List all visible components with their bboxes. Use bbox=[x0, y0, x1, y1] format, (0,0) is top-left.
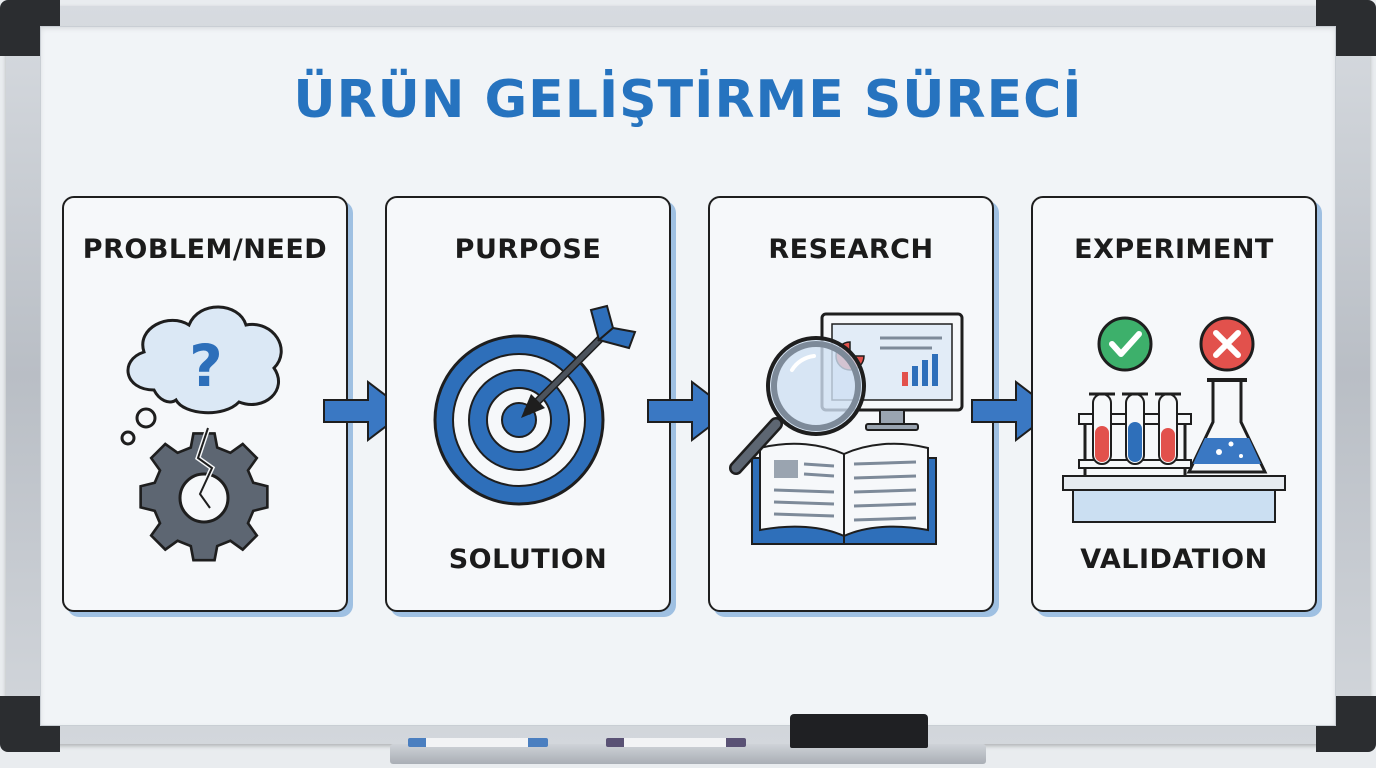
step-card-research: RESEARCH bbox=[708, 196, 994, 612]
marker-tray bbox=[390, 744, 986, 764]
test-tubes-flask-check-cross-icon bbox=[1062, 316, 1286, 523]
step-label: PROBLEM/NEED bbox=[82, 234, 328, 265]
step-card-problem: PROBLEM/NEED ? bbox=[62, 196, 348, 612]
magnifier-monitor-book-icon bbox=[729, 312, 964, 545]
step-label: RESEARCH bbox=[768, 234, 934, 265]
thought-cloud-question-broken-gear-icon: ? bbox=[120, 305, 283, 562]
step-sublabel: VALIDATION bbox=[1080, 544, 1268, 575]
purple-marker bbox=[606, 738, 746, 747]
diagram-title: ÜRÜN GELİŞTİRME SÜRECİ bbox=[293, 70, 1083, 130]
svg-text:?: ? bbox=[189, 332, 223, 400]
step-label: PURPOSE bbox=[454, 234, 602, 265]
step-card-experiment: EXPERIMENT bbox=[1031, 196, 1317, 612]
target-arrow-icon bbox=[433, 304, 637, 506]
blue-marker bbox=[408, 738, 548, 747]
step-sublabel: SOLUTION bbox=[448, 544, 608, 575]
eraser bbox=[790, 714, 928, 748]
step-label: EXPERIMENT bbox=[1074, 234, 1274, 265]
step-card-purpose: PURPOSE SOLUTION bbox=[385, 196, 671, 612]
